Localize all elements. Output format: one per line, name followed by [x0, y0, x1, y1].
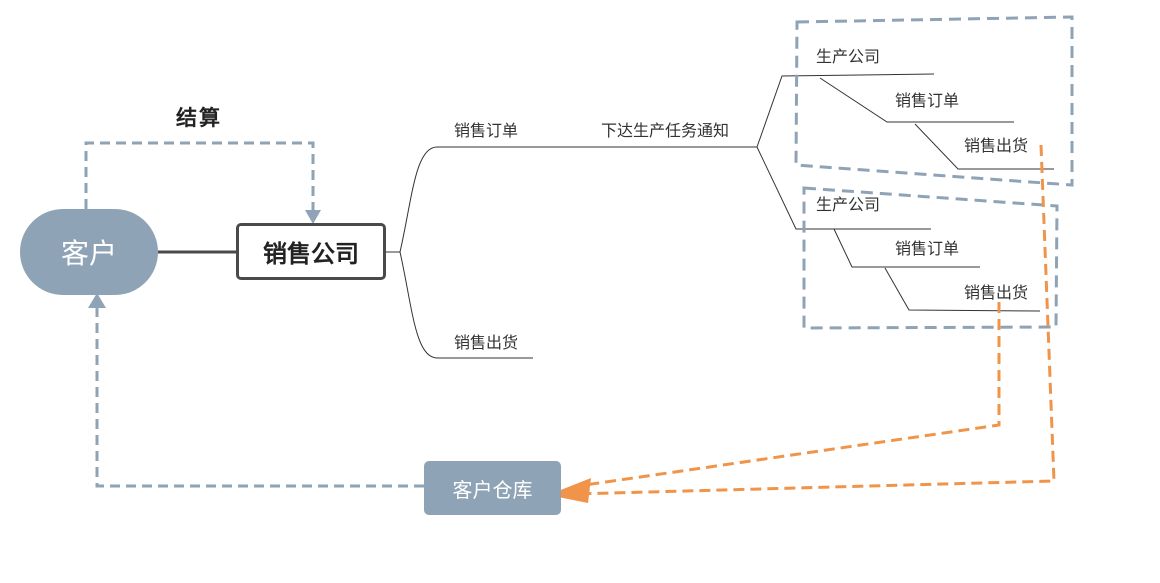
- warehouse-customer-arrowhead: [88, 293, 106, 308]
- group-2-order-line: [833, 228, 980, 268]
- customer-node-label: 客户: [60, 237, 117, 270]
- branch-sales-order-line: [399, 146, 757, 253]
- shipment-flow-group-2: [584, 302, 1001, 487]
- customer-node[interactable]: 客户: [20, 209, 158, 295]
- fork-group-1: [756, 73, 935, 148]
- customer-warehouse-node-label: 客户仓库: [452, 477, 533, 502]
- settlement-arrowhead: [305, 210, 321, 224]
- settlement-label: 结算: [176, 106, 222, 130]
- group-2-order[interactable]: 销售订单: [895, 239, 960, 258]
- settlement-connector: [84, 141, 315, 212]
- production-group-2-boundary: [802, 186, 1059, 330]
- group-1-shipment[interactable]: 销售出货: [964, 136, 1029, 155]
- branch-sales-order[interactable]: 销售订单: [454, 121, 519, 140]
- warehouse-customer-connector: [95, 306, 424, 488]
- shipment-flow-group-1: [574, 144, 1056, 496]
- branch-production-notice[interactable]: 下达生产任务通知: [601, 121, 730, 140]
- group-2-company[interactable]: 生产公司: [816, 195, 881, 214]
- group-2-shipment-line: [884, 267, 1041, 312]
- branch-sales-shipment-line: [399, 251, 533, 359]
- branch-sales-shipment[interactable]: 销售出货: [454, 333, 519, 352]
- sales-company-node-label: 销售公司: [263, 240, 359, 268]
- production-group-1-boundary: [794, 15, 1074, 187]
- sales-company-node[interactable]: 销售公司: [236, 223, 386, 280]
- customer-warehouse-node[interactable]: 客户仓库: [424, 461, 561, 515]
- fork-group-2: [756, 146, 931, 230]
- group-1-order[interactable]: 销售订单: [895, 91, 960, 110]
- group-2-shipment[interactable]: 销售出货: [964, 283, 1029, 302]
- group-1-shipment-line: [914, 123, 1054, 170]
- group-1-company[interactable]: 生产公司: [816, 47, 881, 66]
- group-1-order-line: [819, 77, 1014, 123]
